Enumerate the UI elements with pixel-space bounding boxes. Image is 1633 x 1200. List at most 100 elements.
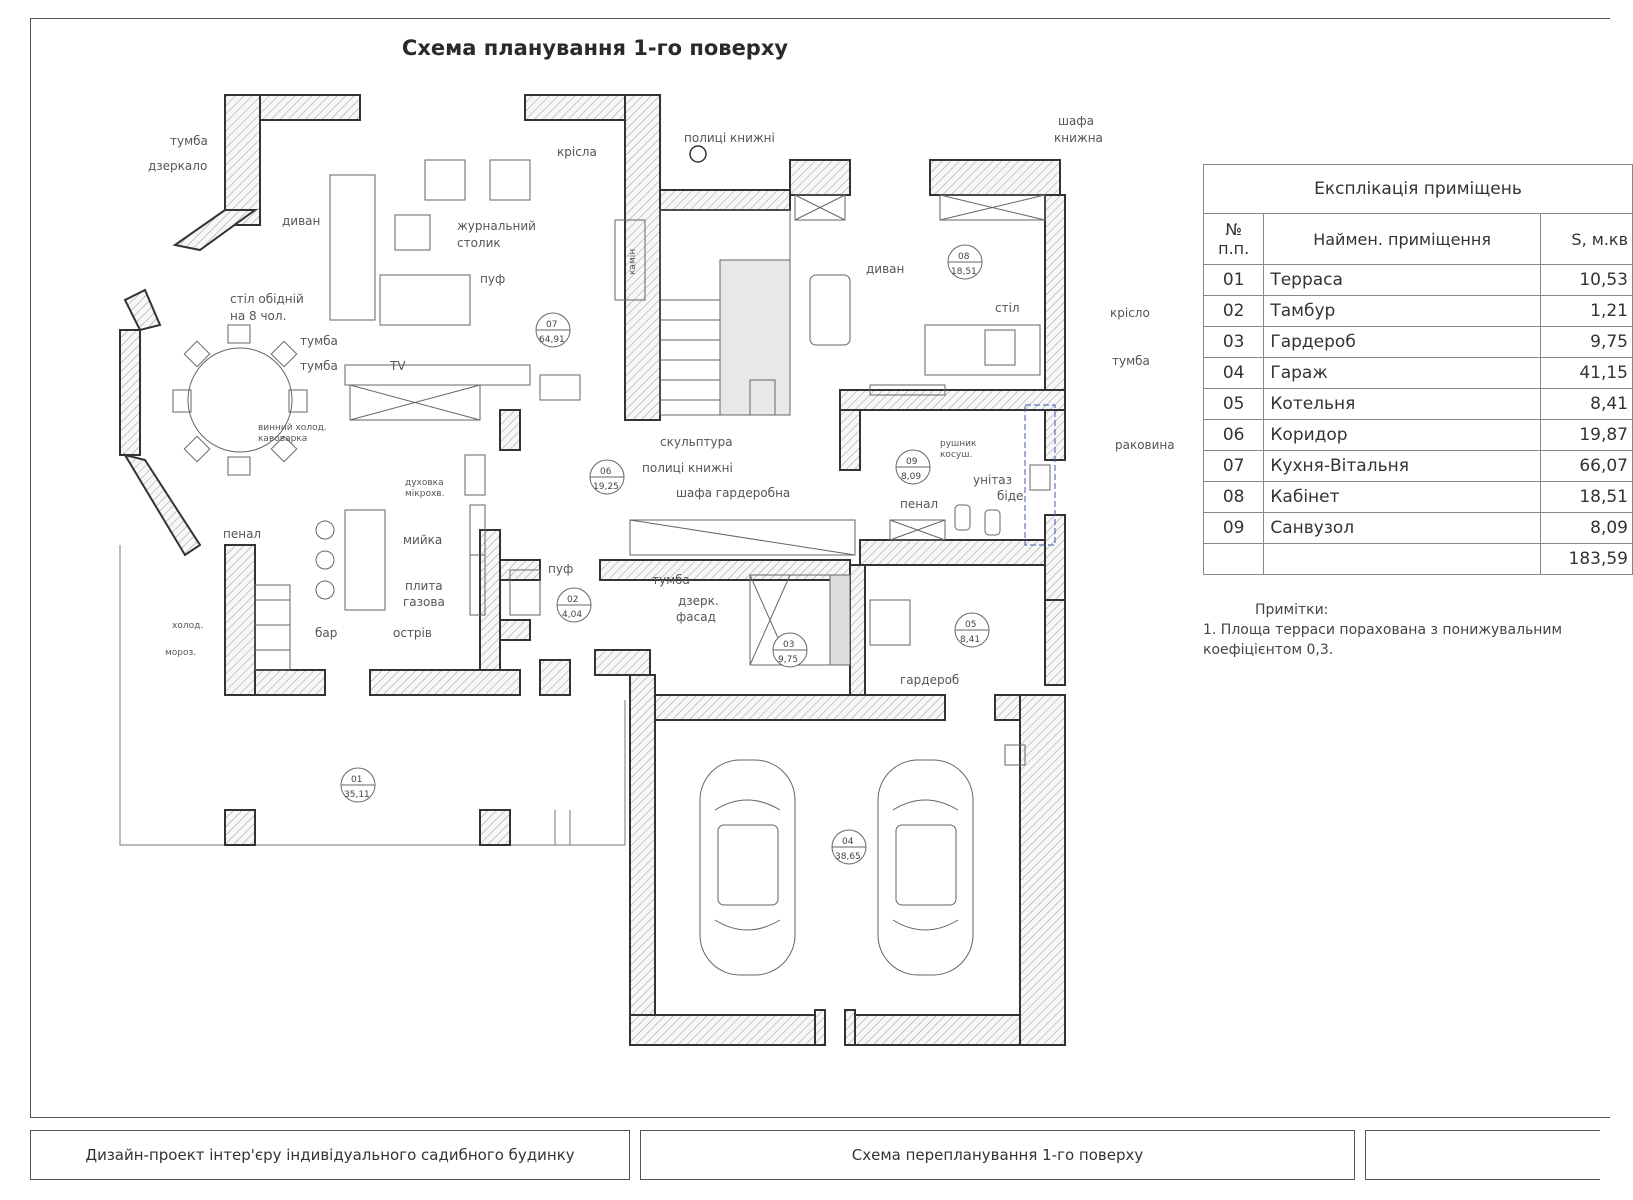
label-penal: пенал bbox=[223, 527, 261, 541]
interior-lines bbox=[172, 159, 1056, 976]
svg-text:18,51: 18,51 bbox=[951, 267, 977, 277]
label-dyvan: диван bbox=[282, 214, 320, 228]
notes-text: 1. Площа терраси порахована з понижуваль… bbox=[1203, 622, 1563, 658]
furniture-labels: тумба дзеркало диван стіл обідній на 8 ч… bbox=[148, 114, 1175, 687]
label-wardrobe: шафа гардеробна bbox=[676, 486, 790, 500]
svg-text:8,41: 8,41 bbox=[960, 635, 980, 645]
terrace-outline bbox=[119, 545, 626, 846]
terrace-column bbox=[479, 809, 511, 846]
room-tag: 09 8,09 bbox=[895, 449, 931, 485]
title-block-project: Дизайн-проект інтер'єру індивідуального … bbox=[30, 1130, 630, 1180]
table-total-row: 183,59 bbox=[1202, 543, 1633, 575]
terrace-column bbox=[224, 809, 256, 846]
label-sculpture: скульптура bbox=[660, 435, 733, 449]
svg-text:06: 06 bbox=[600, 467, 612, 477]
label-coffee-table: журнальний bbox=[457, 219, 536, 233]
title-block-empty bbox=[1365, 1130, 1600, 1180]
svg-text:35,11: 35,11 bbox=[344, 790, 370, 800]
label-freezer: мороз. bbox=[165, 648, 196, 658]
notes-heading: Примітки: bbox=[1255, 602, 1329, 618]
svg-text:4,04: 4,04 bbox=[562, 610, 582, 620]
svg-text:02: 02 bbox=[567, 595, 578, 605]
svg-text:09: 09 bbox=[906, 457, 918, 467]
label-tumba: тумба bbox=[300, 334, 338, 348]
label-towel-rail: рушник bbox=[940, 439, 977, 449]
label-tumba: тумба bbox=[1112, 354, 1150, 368]
notes: Примітки: 1. Площа терраси порахована з … bbox=[1203, 600, 1603, 660]
floor-plan: 01 35,11 02 4,04 03 9,75 04 38,65 05 8,4… bbox=[119, 94, 1175, 1046]
label-armchair: крісло bbox=[1110, 306, 1150, 320]
label-toilet: унітаз bbox=[973, 473, 1012, 487]
lamp-icon bbox=[689, 145, 707, 163]
label-island: острів bbox=[393, 626, 432, 640]
room-tag: 06 19,25 bbox=[589, 459, 625, 495]
label-tumba: тумба bbox=[300, 359, 338, 373]
col-header-area: S, м.кв bbox=[1539, 213, 1633, 265]
drawing-sheet: Схема планування 1-го поверху bbox=[30, 18, 1633, 1180]
label-mirror-facade: фасад bbox=[676, 610, 716, 624]
svg-text:04: 04 bbox=[842, 837, 854, 847]
label-armchairs: крісла bbox=[557, 145, 597, 159]
label-dzerkalo: дзеркало bbox=[148, 159, 207, 173]
room-tag: 01 35,11 bbox=[340, 767, 376, 803]
title-block-sheet: Схема перепланування 1-го поверху bbox=[640, 1130, 1355, 1180]
label-bar: бар bbox=[315, 626, 337, 640]
label-fireplace: камін bbox=[628, 249, 638, 275]
label-wine-fridge: винний холод. bbox=[258, 423, 327, 433]
svg-text:08: 08 bbox=[958, 252, 970, 262]
svg-text:38,65: 38,65 bbox=[835, 852, 861, 862]
label-bookcase-2: книжна bbox=[1054, 131, 1103, 145]
label-dining-table-seats: на 8 чол. bbox=[230, 309, 286, 323]
sheet-title: Схема планування 1-го поверху bbox=[401, 36, 789, 60]
label-bookcase: шафа bbox=[1058, 114, 1094, 128]
svg-text:03: 03 bbox=[783, 640, 794, 650]
room-schedule-table: Експлікація приміщень № п.п. Наймен. при… bbox=[1202, 164, 1633, 575]
label-washbasin: раковина bbox=[1115, 438, 1175, 452]
label-bookshelves: полиці книжні bbox=[684, 131, 775, 145]
label-bookshelves-2: полиці книжні bbox=[642, 461, 733, 475]
svg-text:64,91: 64,91 bbox=[539, 335, 565, 345]
label-sofa: диван bbox=[866, 262, 904, 276]
room-tag: 04 38,65 bbox=[831, 829, 867, 865]
label-pouf: пуф bbox=[548, 562, 573, 576]
walls bbox=[119, 94, 1066, 1046]
svg-text:8,09: 8,09 bbox=[901, 472, 921, 482]
room-tag: 08 18,51 bbox=[947, 244, 983, 280]
label-desk: стіл bbox=[995, 301, 1020, 315]
col-header-name: Наймен. приміщення bbox=[1263, 213, 1541, 265]
room-tag: 03 9,75 bbox=[772, 632, 808, 668]
room-tag: 02 4,04 bbox=[556, 587, 592, 623]
label-sink: мийка bbox=[403, 533, 442, 547]
sheet-frame bbox=[30, 18, 1610, 1118]
label-fridge: холод. bbox=[172, 621, 203, 631]
label-mirror: дзерк. bbox=[678, 594, 719, 608]
svg-text:9,75: 9,75 bbox=[778, 655, 798, 665]
label-microwave: мікрохв. bbox=[405, 489, 444, 499]
label-oven: духовка bbox=[405, 478, 444, 488]
label-towel-rail-2: косуш. bbox=[940, 450, 972, 460]
label-tumba: тумба bbox=[170, 134, 208, 148]
svg-text:07: 07 bbox=[546, 320, 557, 330]
label-coffee-table-2: столик bbox=[457, 236, 501, 250]
label-garderob: гардероб bbox=[900, 673, 959, 687]
svg-text:01: 01 bbox=[351, 775, 362, 785]
label-pouf: пуф bbox=[480, 272, 505, 286]
col-header-num: № п.п. bbox=[1202, 213, 1265, 265]
svg-text:05: 05 bbox=[965, 620, 976, 630]
label-dining-table: стіл обідній bbox=[230, 292, 304, 306]
total-area: 183,59 bbox=[1539, 543, 1633, 575]
svg-text:19,25: 19,25 bbox=[593, 482, 619, 492]
label-bidet: біде bbox=[997, 489, 1023, 503]
label-stove: плита bbox=[405, 579, 443, 593]
label-penal: пенал bbox=[900, 497, 938, 511]
label-tv: TV bbox=[389, 359, 406, 373]
label-tumba: тумба bbox=[652, 573, 690, 587]
